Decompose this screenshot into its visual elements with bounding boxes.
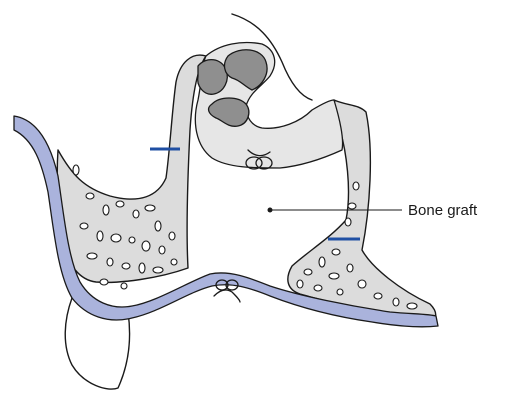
left-bone-plate	[57, 55, 206, 282]
bone-graft-label: Bone graft	[408, 202, 478, 219]
ossicle-left	[198, 60, 228, 95]
